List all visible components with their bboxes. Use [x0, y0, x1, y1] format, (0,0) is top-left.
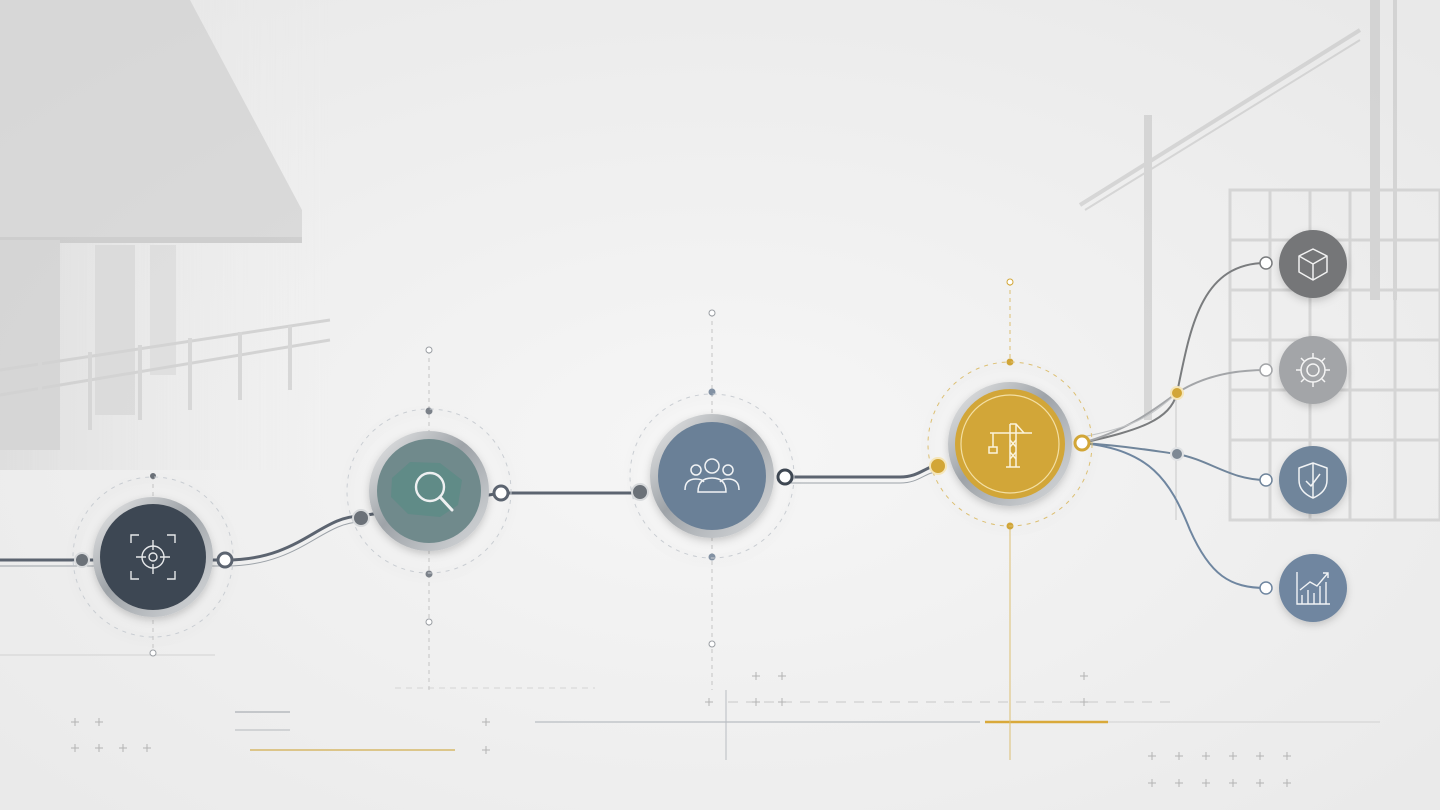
bridge-backdrop — [0, 0, 331, 470]
connector-dot — [631, 468, 794, 501]
cube-icon — [1298, 248, 1328, 281]
connector-dot — [929, 434, 1091, 475]
branch-node-chart[interactable] — [1279, 554, 1347, 622]
shield-icon — [1298, 462, 1328, 499]
growth-chart-icon — [1296, 572, 1330, 605]
map-search-icon — [391, 462, 462, 517]
gear-icon — [1296, 353, 1330, 387]
branch-junctions — [1170, 256, 1273, 595]
connector-dot — [74, 551, 234, 569]
connector-dot — [352, 484, 510, 527]
step-node-target[interactable] — [72, 476, 234, 638]
step-node-team[interactable] — [629, 393, 795, 559]
branch-node-gear[interactable] — [1279, 336, 1347, 404]
decorative-guides — [0, 654, 1380, 787]
people-group-icon — [684, 458, 740, 493]
tower-crane-icon — [988, 423, 1032, 468]
target-crosshair-icon — [130, 534, 176, 580]
